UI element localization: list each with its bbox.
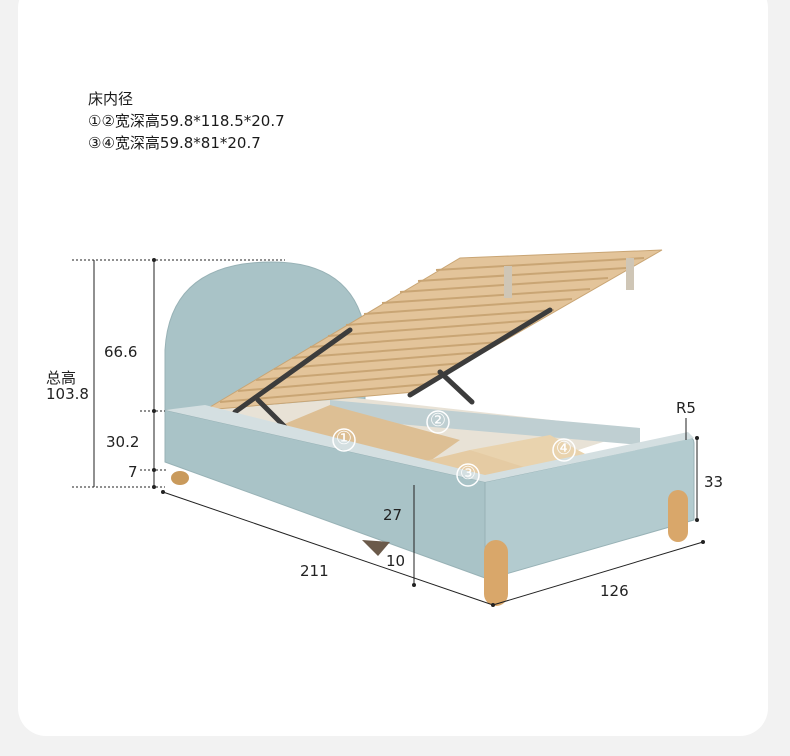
dimension-lines: [72, 259, 704, 606]
lid-strap: [626, 258, 634, 290]
leg-front-right: [668, 490, 688, 542]
compartment-3-label: ③: [459, 463, 477, 484]
gap-label: 10: [386, 552, 406, 570]
frame-height-label: 30.2: [106, 433, 140, 451]
side-height-label: 33: [704, 473, 724, 491]
length-label: 211: [300, 562, 329, 580]
compartment-1-label: ①: [335, 428, 353, 449]
inner-depth-label: 27: [383, 506, 403, 524]
compartment-markers: [332, 410, 576, 487]
spec-line-1: ①②宽深高59.8*118.5*20.7: [88, 112, 285, 130]
leg-height-label: 7: [128, 463, 138, 481]
frame-top-rim: [165, 405, 485, 482]
headboard-height-label: 66.6: [104, 343, 138, 361]
spec-line-2: ③④宽深高59.8*81*20.7: [88, 134, 261, 152]
corner-radius-label: R5: [676, 399, 696, 417]
frame-top-rim: [485, 432, 694, 482]
total-height-label: 总高: [46, 369, 77, 387]
width-label: 126: [600, 582, 629, 600]
slat-lid: [204, 249, 663, 411]
back-inner-wall: [330, 400, 640, 445]
leg-under: [362, 540, 390, 556]
spec-title: 床内径: [88, 90, 134, 108]
compartment-4-label: ④: [555, 438, 573, 459]
leg-front: [484, 540, 508, 606]
spec-block: 床内径 ①②宽深高59.8*118.5*20.7 ③④宽深高59.8*81*20…: [88, 88, 285, 154]
divider-wood-1: [270, 405, 460, 468]
compartment-2-label: ②: [429, 410, 447, 431]
total-height-value: 103.8: [46, 385, 89, 403]
lid-strap: [504, 266, 512, 298]
leg-back: [171, 471, 189, 485]
